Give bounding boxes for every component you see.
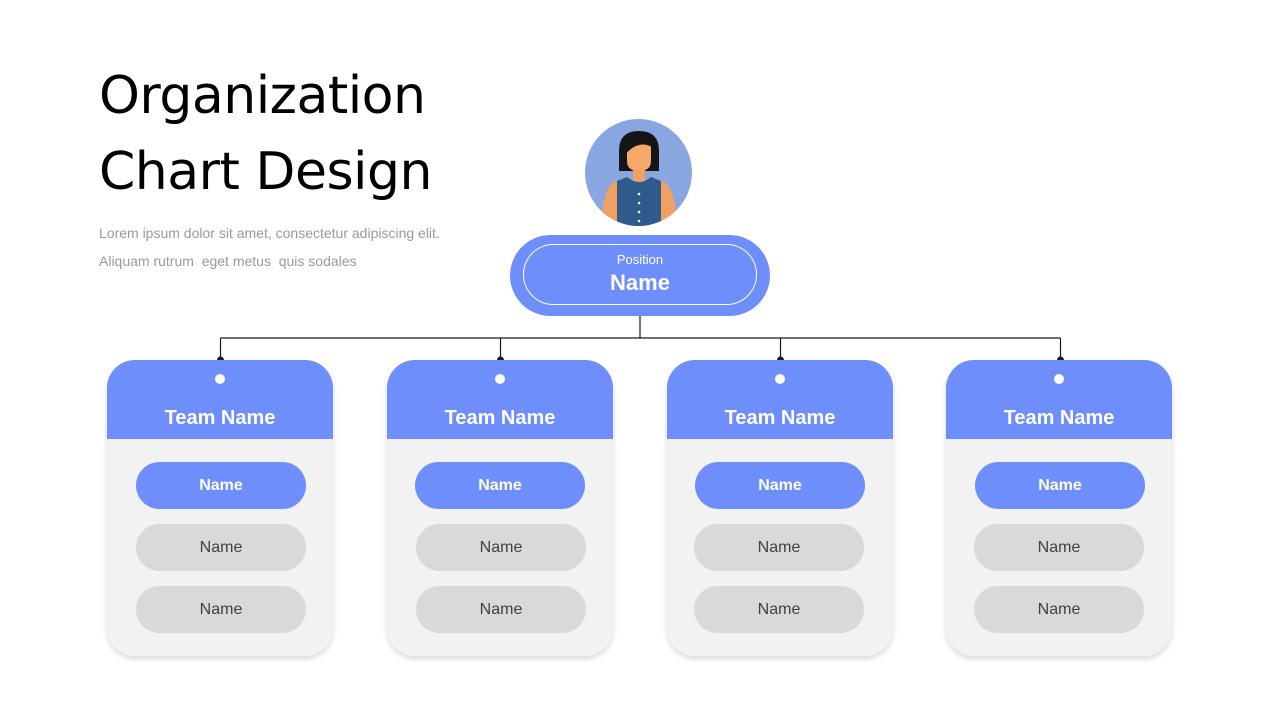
team-member-pill: Name bbox=[694, 586, 864, 633]
team-lead-pill: Name bbox=[975, 462, 1145, 509]
team-member-pill: Name bbox=[694, 524, 864, 571]
subtitle-line-2: Aliquam rutrum eget metus quis sodales bbox=[99, 253, 357, 269]
team-card-header: Team Name bbox=[667, 360, 893, 439]
title-line-2: Chart Design bbox=[99, 142, 432, 202]
team-dot bbox=[495, 374, 505, 384]
team-card-header: Team Name bbox=[946, 360, 1172, 439]
position-label: Position bbox=[616, 252, 664, 267]
team-member-pill: Name bbox=[136, 524, 306, 571]
team-lead-pill: Name bbox=[415, 462, 585, 509]
top-position-inner: Position Name bbox=[523, 244, 757, 305]
team-member-pill: Name bbox=[136, 586, 306, 633]
team-card-1: Team Name Name Name Name bbox=[107, 360, 333, 656]
team-member-pill: Name bbox=[974, 524, 1144, 571]
subtitle-line-1: Lorem ipsum dolor sit amet, consectetur … bbox=[99, 225, 440, 241]
team-card-2: Team Name Name Name Name bbox=[387, 360, 613, 656]
team-name: Team Name bbox=[1003, 407, 1115, 429]
team-lead-pill: Name bbox=[136, 462, 306, 509]
team-card-header: Team Name bbox=[107, 360, 333, 439]
team-dot bbox=[775, 374, 785, 384]
team-lead-pill: Name bbox=[695, 462, 865, 509]
team-member-pill: Name bbox=[416, 524, 586, 571]
position-name: Name bbox=[610, 270, 670, 295]
team-card-header: Team Name bbox=[387, 360, 613, 439]
team-dot bbox=[1054, 374, 1064, 384]
page-title: Organization Chart Design bbox=[99, 58, 432, 210]
team-member-pill: Name bbox=[416, 586, 586, 633]
team-card-3: Team Name Name Name Name bbox=[667, 360, 893, 656]
team-dot bbox=[215, 374, 225, 384]
woman-avatar-icon bbox=[585, 119, 692, 226]
subtitle: Lorem ipsum dolor sit amet, consectetur … bbox=[99, 219, 440, 275]
team-member-pill: Name bbox=[974, 586, 1144, 633]
team-name: Team Name bbox=[724, 407, 836, 429]
title-line-1: Organization bbox=[99, 66, 426, 126]
top-position-card: Position Name bbox=[510, 235, 770, 316]
team-name: Team Name bbox=[164, 407, 276, 429]
team-name: Team Name bbox=[444, 407, 556, 429]
team-card-4: Team Name Name Name Name bbox=[946, 360, 1172, 656]
